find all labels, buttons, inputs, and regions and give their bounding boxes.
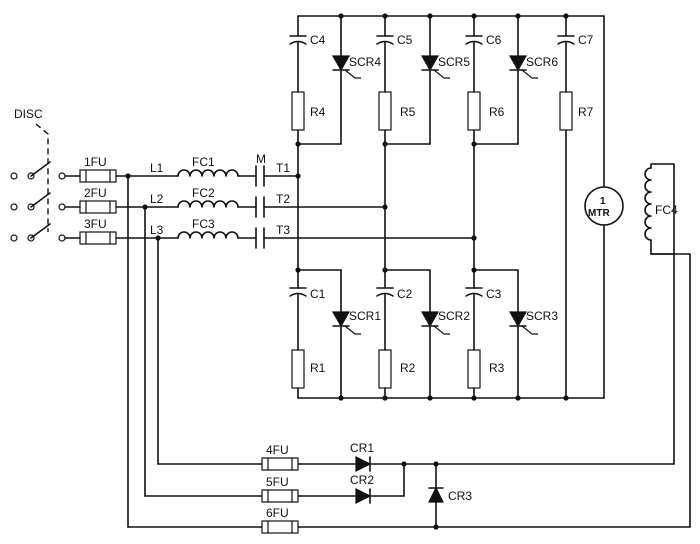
- t3-label: T3: [276, 223, 290, 237]
- c2-label: C2: [397, 287, 413, 301]
- r7-label: R7: [578, 105, 594, 119]
- fu6-label: 6FU: [266, 506, 289, 520]
- series-coils: [177, 169, 257, 239]
- disc-label: DISC: [14, 107, 43, 121]
- cr3-label: CR3: [448, 489, 472, 503]
- mtr-label: MTR: [588, 208, 610, 219]
- contactor-m: [255, 165, 476, 249]
- fu1-label: 1FU: [84, 155, 107, 169]
- cr2-label: CR2: [350, 473, 374, 487]
- fu5-label: 5FU: [266, 475, 289, 489]
- l1-label: L1: [150, 161, 164, 175]
- l3-label: L3: [150, 223, 164, 237]
- c4-label: C4: [310, 33, 326, 47]
- r4-label: R4: [310, 105, 326, 119]
- r3-label: R3: [489, 361, 505, 375]
- scr4-label: SCR4: [349, 55, 381, 69]
- c5-label: C5: [397, 33, 413, 47]
- c3-label: C3: [486, 287, 502, 301]
- c6-label: C6: [486, 33, 502, 47]
- mtr-number: 1: [600, 196, 606, 207]
- c7-label: C7: [578, 33, 594, 47]
- c1-label: C1: [310, 287, 326, 301]
- fc4-label: FC4: [655, 203, 678, 217]
- r1-label: R1: [310, 361, 326, 375]
- scr3-label: SCR3: [526, 309, 558, 323]
- upper-bridge: [289, 13, 605, 399]
- fu4-label: 4FU: [266, 443, 289, 457]
- t2-label: T2: [276, 192, 290, 206]
- disconnect-switch: [10, 123, 81, 242]
- scr2-label: SCR2: [438, 309, 470, 323]
- scr1-label: SCR1: [349, 309, 381, 323]
- fc3-label: FC3: [192, 217, 215, 231]
- r6-label: R6: [489, 105, 505, 119]
- r2-label: R2: [400, 361, 416, 375]
- scr6-label: SCR6: [526, 55, 558, 69]
- field-supply: [127, 175, 691, 534]
- fuses-main: [79, 169, 179, 245]
- fc1-label: FC1: [192, 155, 215, 169]
- fu2-label: 2FU: [84, 186, 107, 200]
- m-label: M: [256, 152, 266, 166]
- cr1-label: CR1: [350, 441, 374, 455]
- fu3-label: 3FU: [84, 217, 107, 231]
- l2-label: L2: [150, 192, 164, 206]
- motor: [584, 186, 624, 399]
- lower-bridge: [289, 265, 605, 401]
- r5-label: R5: [400, 105, 416, 119]
- t1-label: T1: [276, 161, 290, 175]
- scr5-label: SCR5: [438, 55, 470, 69]
- fc2-label: FC2: [192, 186, 215, 200]
